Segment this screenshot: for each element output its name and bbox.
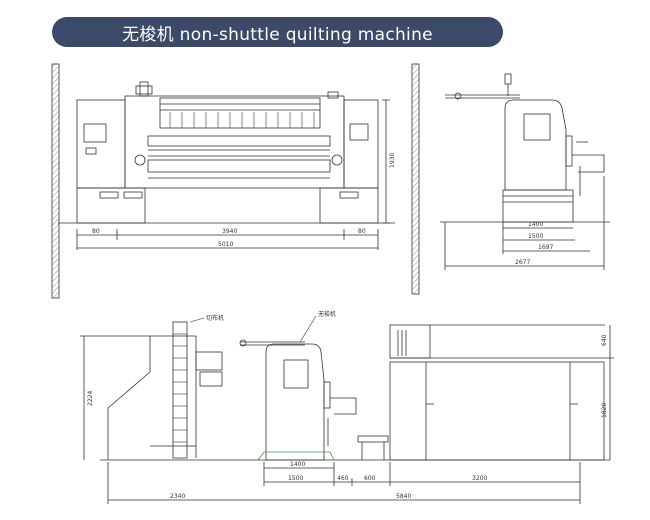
storage-unit	[389, 361, 605, 461]
front-dim-height: 1930	[389, 153, 396, 168]
side-view	[411, 63, 610, 295]
front-wall	[51, 63, 60, 299]
front-left-base	[76, 187, 146, 224]
title-banner: 无梭机 non-shuttle quilting machine	[52, 17, 503, 47]
layout-dim-total: 5840	[396, 493, 411, 500]
layout-dim-base: 1400	[290, 461, 305, 468]
layout-dim-a: 1500	[288, 475, 303, 482]
front-main-frame	[124, 95, 345, 189]
label-roller: 切布机	[206, 314, 224, 322]
front-dim-total: 5010	[218, 241, 233, 248]
side-dim-4: 2677	[515, 259, 530, 266]
front-right-cabinet	[343, 99, 379, 189]
layout-dim-d: 3200	[472, 475, 487, 482]
front-needle-bar	[159, 97, 321, 129]
side-dim-1: 1400	[528, 221, 543, 228]
front-right-base	[319, 187, 379, 224]
front-dim-center: 3940	[222, 228, 237, 235]
layout-dim-right: 1820	[601, 403, 608, 418]
roller-rack	[107, 335, 197, 460]
layout-dim-left: 2340	[170, 493, 185, 500]
layout-view	[80, 315, 614, 504]
front-dim-right: 80	[358, 228, 366, 235]
side-base	[502, 189, 574, 223]
layout-dim-b: 460	[337, 475, 349, 482]
layout-machine-body	[265, 343, 325, 461]
title-text: 无梭机 non-shuttle quilting machine	[122, 24, 433, 45]
label-machine: 无梭机	[318, 310, 336, 318]
layout-dim-top-right: 640	[601, 334, 608, 346]
front-dim-left: 80	[92, 228, 100, 235]
side-wall	[411, 63, 420, 295]
layout-dim-c: 600	[364, 475, 376, 482]
front-view	[51, 63, 395, 299]
front-left-cabinet	[76, 99, 126, 189]
side-dim-2: 1500	[528, 233, 543, 240]
side-dim-3: 1697	[538, 244, 553, 251]
side-machine-body	[504, 99, 567, 191]
layout-dim-height: 2224	[87, 391, 94, 406]
